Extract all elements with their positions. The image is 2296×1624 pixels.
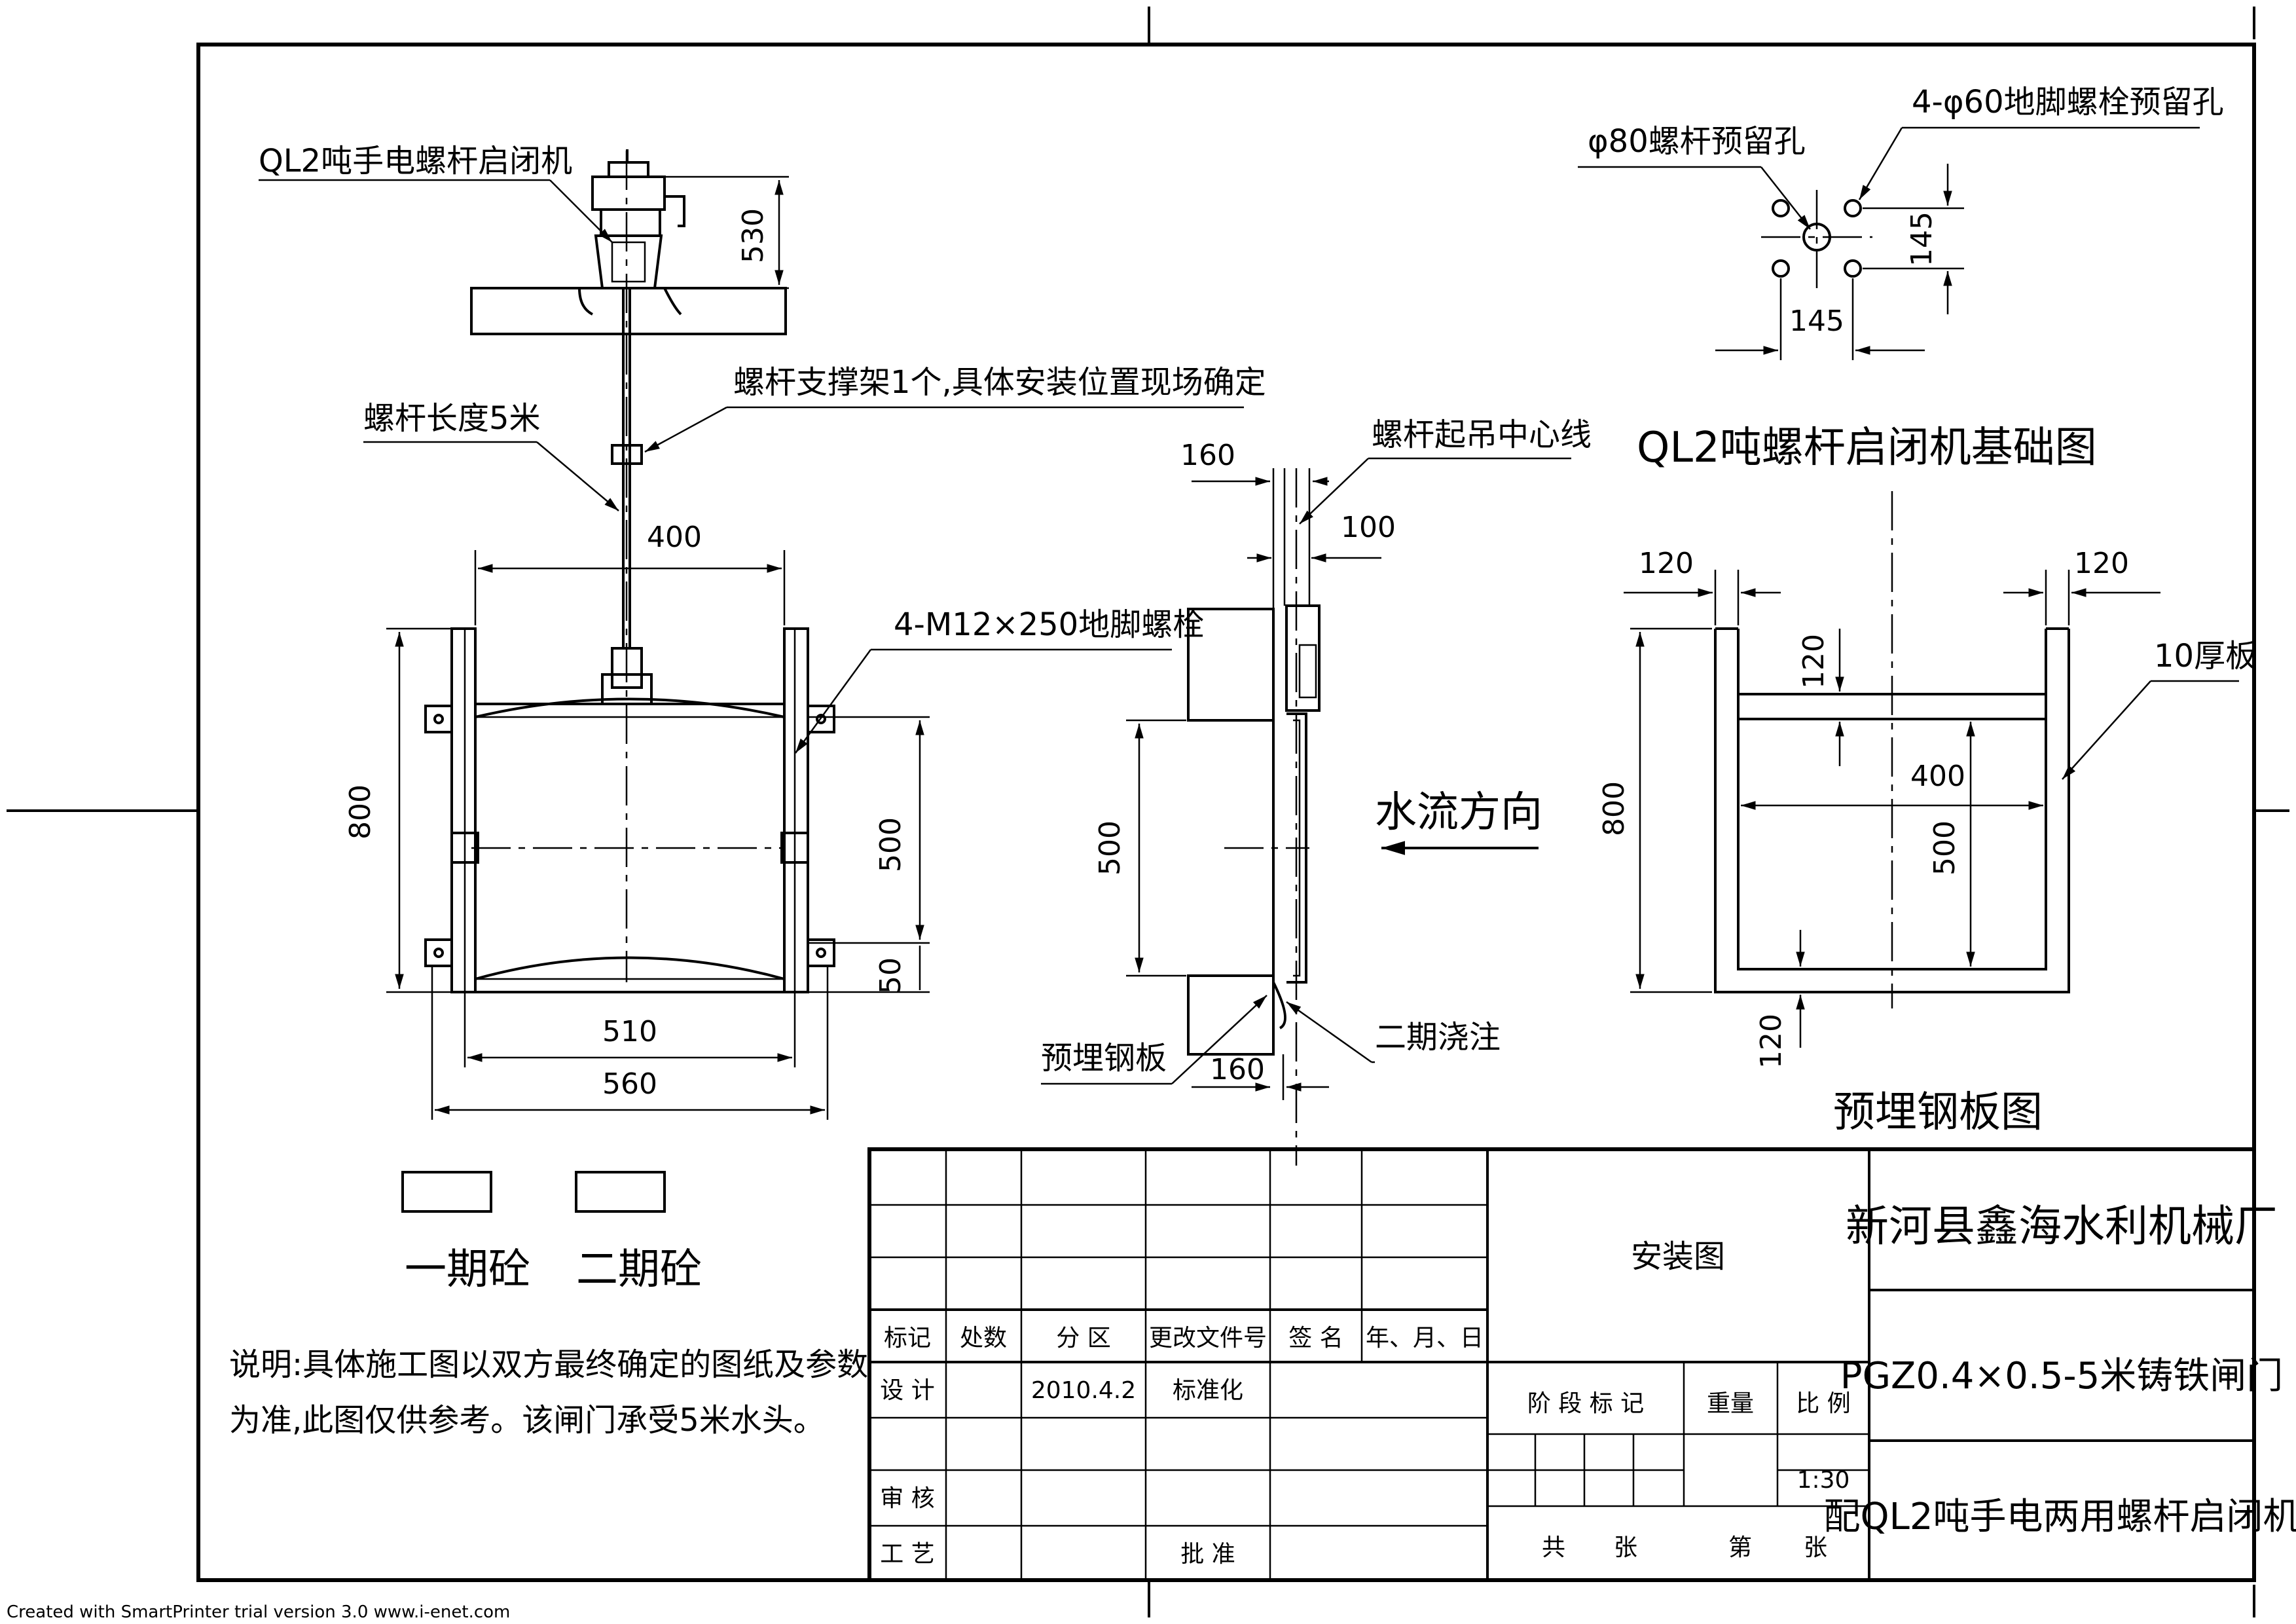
embedded-plate-view: 120 120 120 400 500 800 120 10厚板 预埋钢板图 bbox=[1597, 491, 2257, 1137]
footer-watermark: Created with SmartPrinter trial version … bbox=[7, 1602, 510, 1622]
support-label: 螺杆支撑架1个,具体安装位置现场确定 bbox=[733, 364, 1266, 401]
second-pour-label: 二期浇注 bbox=[1375, 1019, 1501, 1056]
title-block: 标记 处数 分 区 更改文件号 签 名 年、月、日 设 计 2010.4.2 标… bbox=[867, 1147, 2296, 1582]
embedded-plate-label: 预埋钢板 bbox=[1041, 1040, 1167, 1077]
tb-col-mark: 标记 bbox=[884, 1325, 931, 1352]
tb-sheets-unit-1: 张 bbox=[1614, 1534, 1637, 1561]
side-view: 160 100 螺杆起吊中心线 500 水流方向 预埋钢板 二期浇注 160 bbox=[1041, 416, 1592, 1166]
foundation-title: QL2吨螺杆启闭机基础图 bbox=[1637, 424, 2097, 472]
dim-120-left: 120 bbox=[1639, 547, 1694, 580]
anchor-bolt-label: 4-M12×250地脚螺栓 bbox=[894, 606, 1204, 643]
dim-400-plate: 400 bbox=[1910, 760, 1965, 793]
tb-approve: 批 准 bbox=[1180, 1541, 1235, 1568]
front-view: 530 400 800 500 50 510 560 QL2吨手电螺杆启闭机 螺… bbox=[259, 143, 1266, 1120]
tb-col-sign: 签 名 bbox=[1288, 1325, 1343, 1352]
dim-50-front: 50 bbox=[874, 957, 907, 994]
dim-800-front: 800 bbox=[344, 784, 377, 840]
tb-col-count: 处数 bbox=[960, 1325, 1007, 1352]
dim-530: 530 bbox=[737, 208, 770, 263]
lift-center-label: 螺杆起吊中心线 bbox=[1372, 416, 1592, 453]
legend-first-swatch bbox=[401, 1171, 492, 1213]
screw-length-label: 螺杆长度5米 bbox=[363, 400, 541, 437]
tb-stage-mark: 阶 段 标 记 bbox=[1527, 1390, 1644, 1417]
dim-400-front: 400 bbox=[647, 521, 702, 554]
tb-company: 新河县鑫海水利机械厂 bbox=[1846, 1201, 2278, 1251]
legend-second-stage: 二期砼 bbox=[576, 1246, 702, 1294]
tb-product-line-2: 配QL2吨手电两用螺杆启闭机 bbox=[1824, 1496, 2296, 1538]
tb-process: 工 艺 bbox=[880, 1541, 934, 1568]
tb-scale-label: 比 例 bbox=[1796, 1390, 1850, 1417]
hole80-label: φ80螺杆预留孔 bbox=[1588, 123, 1806, 160]
tb-sheet-no: 第 bbox=[1728, 1534, 1752, 1561]
tb-standardize: 标准化 bbox=[1173, 1377, 1243, 1404]
tb-design: 设 计 bbox=[880, 1377, 934, 1404]
dim-800-plate: 800 bbox=[1597, 781, 1631, 836]
tb-weight: 重量 bbox=[1707, 1390, 1754, 1417]
legend: 一期砼 二期砼 bbox=[401, 1171, 702, 1294]
tb-drawing-name: 安装图 bbox=[1631, 1238, 1725, 1275]
dim-145-v: 145 bbox=[1905, 212, 1939, 267]
notes: 说明:具体施工图以双方最终确定的图纸及参数 为准,此图仅供参考。该闸门承受5米水… bbox=[229, 1346, 868, 1439]
foundation-plan: 145 145 φ80螺杆预留孔 4-φ60地脚螺栓预留孔 QL2吨螺杆启闭机基… bbox=[1578, 84, 2224, 472]
hoist-label: QL2吨手电螺杆启闭机 bbox=[259, 143, 572, 179]
tb-design-date: 2010.4.2 bbox=[1031, 1377, 1136, 1404]
dim-160-top: 160 bbox=[1180, 439, 1235, 472]
tb-product-line-1: PGZ0.4×0.5-5米铸铁闸门 bbox=[1840, 1355, 2283, 1397]
tb-col-date: 年、月、日 bbox=[1366, 1325, 1484, 1352]
dim-120-bottom: 120 bbox=[1755, 1014, 1788, 1069]
dim-560: 560 bbox=[602, 1067, 657, 1101]
dim-145-h: 145 bbox=[1789, 304, 1844, 338]
tb-sheets-unit-2: 张 bbox=[1804, 1534, 1827, 1561]
legend-second-swatch bbox=[575, 1171, 666, 1213]
dim-500-plate: 500 bbox=[1928, 821, 1961, 876]
dim-500-front: 500 bbox=[874, 817, 907, 872]
water-flow-label: 水流方向 bbox=[1375, 788, 1542, 837]
tb-total-sheets: 共 bbox=[1542, 1534, 1565, 1561]
tb-scale-value: 1:30 bbox=[1797, 1467, 1850, 1494]
hoist bbox=[578, 149, 685, 316]
tb-review: 审 核 bbox=[880, 1485, 934, 1512]
embedded-plate-title: 预埋钢板图 bbox=[1833, 1088, 2043, 1137]
notes-line-1: 说明:具体施工图以双方最终确定的图纸及参数 bbox=[229, 1346, 868, 1383]
tb-col-zone: 分 区 bbox=[1056, 1325, 1110, 1352]
tb-col-change-doc: 更改文件号 bbox=[1149, 1325, 1267, 1352]
dim-500-side: 500 bbox=[1093, 821, 1127, 876]
notes-line-2: 为准,此图仅供参考。该闸门承受5米水头。 bbox=[229, 1402, 825, 1439]
dim-510: 510 bbox=[602, 1015, 657, 1048]
dim-120-inner: 120 bbox=[1797, 634, 1831, 689]
dim-120-right: 120 bbox=[2074, 547, 2129, 580]
dim-160-bottom: 160 bbox=[1210, 1053, 1265, 1086]
legend-first-stage: 一期砼 bbox=[405, 1246, 530, 1294]
thick-plate-label: 10厚板 bbox=[2154, 638, 2257, 674]
hole60-label: 4-φ60地脚螺栓预留孔 bbox=[1912, 84, 2224, 120]
dim-100: 100 bbox=[1341, 511, 1396, 544]
